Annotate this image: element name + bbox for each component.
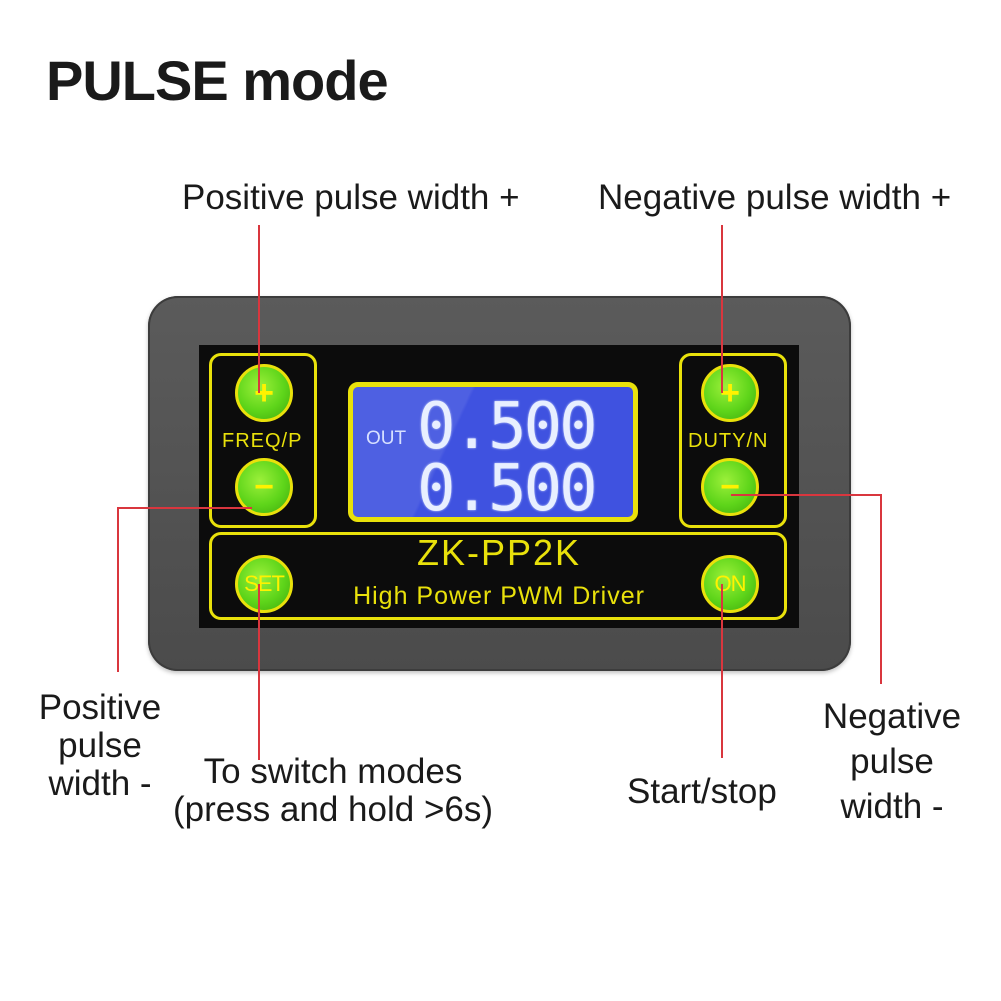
callout-line-freq-minus-v [117, 507, 119, 672]
lcd-display: OUT 0.500 0.500 [348, 382, 638, 522]
label-line: pulse [850, 742, 934, 781]
label-line: To switch modes [203, 752, 463, 791]
left-button-frame [209, 353, 317, 528]
freq-p-label: FREQ/P [222, 430, 303, 452]
lcd-out-label: OUT [366, 428, 407, 449]
duty-plus-button[interactable]: + [701, 364, 759, 422]
callout-line-freq-plus [258, 225, 260, 393]
lcd-value-bottom: 0.500 [417, 452, 598, 522]
label-line: pulse [58, 726, 142, 765]
label-switch-modes: To switch modes (press and hold >6s) [168, 753, 498, 829]
model-subtitle: High Power PWM Driver [353, 582, 645, 610]
callout-line-freq-minus-h [117, 507, 252, 509]
label-line: Negative [822, 697, 962, 736]
label-negative-pulse-width-plus: Negative pulse width + [598, 178, 952, 217]
set-button[interactable]: SET [235, 555, 293, 613]
duty-n-label: DUTY/N [688, 430, 769, 452]
page-title: PULSE mode [46, 49, 389, 112]
lcd-glare [353, 387, 633, 517]
callout-line-duty-plus [721, 225, 723, 393]
on-button[interactable]: ON [701, 555, 759, 613]
callout-line-duty-minus-v [880, 494, 882, 684]
label-line: width - [840, 787, 944, 826]
freq-plus-button[interactable]: + [235, 364, 293, 422]
label-start-stop: Start/stop [627, 772, 777, 811]
model-name: ZK-PP2K [416, 532, 582, 573]
callout-line-on [721, 584, 723, 758]
label-negative-pulse-width-minus: Negative pulse width - [812, 694, 972, 829]
freq-minus-button[interactable]: − [235, 458, 293, 516]
duty-minus-button[interactable]: − [701, 458, 759, 516]
label-positive-pulse-width-plus: Positive pulse width + [182, 178, 520, 217]
callout-line-set [258, 584, 260, 760]
callout-line-duty-minus-h [731, 494, 882, 496]
label-line: width - [48, 764, 152, 803]
lcd-value-top: 0.500 [417, 390, 598, 464]
right-button-frame [679, 353, 787, 528]
label-line: (press and hold >6s) [172, 790, 494, 829]
label-positive-pulse-width-minus: Positive pulse width - [30, 689, 170, 803]
label-line: Positive [38, 688, 162, 727]
bottom-label-frame [209, 532, 787, 620]
